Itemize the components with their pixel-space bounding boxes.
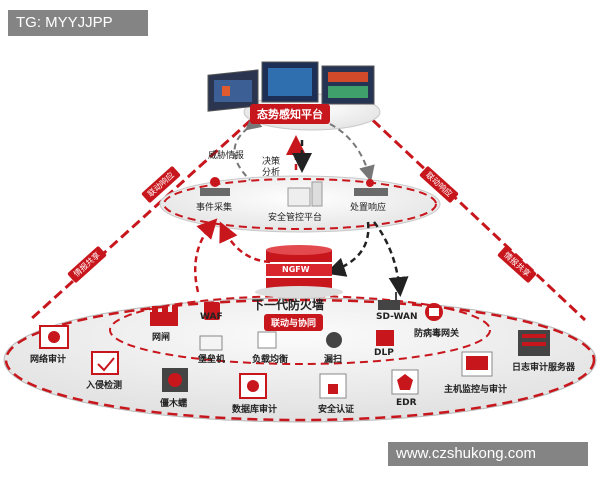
db-audit-icon bbox=[239, 373, 267, 399]
host-icon bbox=[461, 351, 493, 377]
ngfw-logo-text: NGFW bbox=[282, 265, 310, 274]
av-gateway-label: 防病毒网关 bbox=[414, 329, 460, 339]
response-device-icon bbox=[354, 179, 388, 196]
sdwan-icon bbox=[378, 292, 400, 310]
waf-label: WAF bbox=[200, 312, 223, 322]
linkage-label: 联动与协同 bbox=[264, 314, 324, 331]
edr-icon bbox=[391, 369, 419, 395]
cone-right-line bbox=[360, 108, 587, 322]
log-server-label: 日志审计服务器 bbox=[512, 363, 576, 373]
control-platform-device-icon bbox=[287, 181, 323, 207]
av-gateway-icon bbox=[425, 303, 443, 321]
control-platform-label: 安全管控平台 bbox=[268, 213, 323, 223]
response-label: 处置响应 bbox=[350, 203, 387, 213]
bastion-label: 堡垒机 bbox=[198, 355, 226, 365]
ngfw-server-icon bbox=[255, 245, 343, 298]
analysis-label: 分析 bbox=[262, 168, 281, 178]
situational-awareness-platform: 态势感知平台 bbox=[250, 104, 330, 124]
db-audit-label: 数据库审计 bbox=[232, 405, 278, 415]
scan-label: 漏扫 bbox=[324, 355, 343, 365]
decision-label: 决策 bbox=[262, 157, 281, 167]
scan-icon bbox=[326, 332, 342, 348]
cone-left-line bbox=[28, 108, 264, 322]
edr-label: EDR bbox=[396, 398, 417, 408]
lb-label: 负载均衡 bbox=[252, 355, 289, 365]
host-label: 主机监控与审计 bbox=[444, 385, 508, 395]
lb-icon bbox=[257, 331, 277, 349]
waf-icon bbox=[204, 302, 220, 320]
event-collect-label: 事件采集 bbox=[196, 203, 233, 213]
ids-label: 入侵检测 bbox=[86, 381, 123, 391]
base-disk bbox=[3, 297, 597, 423]
net-audit-label: 网络审计 bbox=[30, 355, 67, 365]
bastion-icon bbox=[199, 335, 223, 351]
net-audit-icon bbox=[39, 325, 69, 349]
log-server-icon bbox=[518, 330, 550, 356]
gateway-label: 网闸 bbox=[152, 333, 171, 343]
dlp-icon bbox=[376, 330, 394, 346]
watermark-top: TG: MYYJJPP bbox=[8, 10, 148, 36]
watermark-bottom: www.czshukong.com bbox=[388, 442, 588, 466]
sdwan-label: SD-WAN bbox=[376, 312, 418, 322]
zombie-icon bbox=[162, 368, 188, 392]
gateway-icon bbox=[150, 306, 178, 326]
ngfw-label: 下一代防火墙 bbox=[252, 298, 325, 312]
screens-icon bbox=[207, 61, 375, 112]
dlp-label: DLP bbox=[374, 348, 394, 358]
base-disk-outline bbox=[4, 298, 596, 422]
event-collect-device-icon bbox=[200, 177, 230, 196]
ids-icon bbox=[91, 351, 119, 375]
auth-icon bbox=[319, 373, 347, 399]
auth-label: 安全认证 bbox=[318, 405, 355, 415]
linkage-ring bbox=[109, 295, 491, 365]
zombie-label: 僵木蠕 bbox=[160, 399, 188, 409]
threat-intel-label: 威胁情报 bbox=[208, 151, 245, 161]
